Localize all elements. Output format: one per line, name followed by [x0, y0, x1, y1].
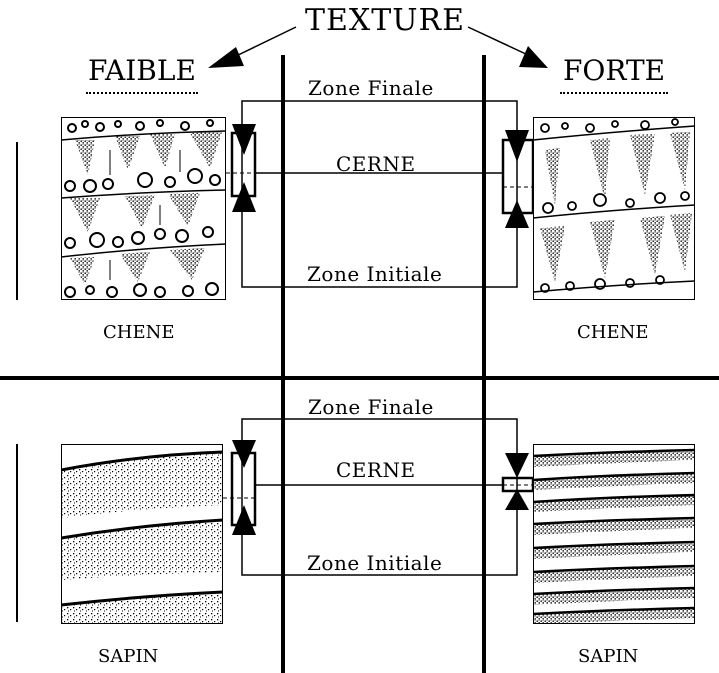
- bottom-right-arrow-down: [505, 453, 529, 478]
- fir-weak-texture-image: [61, 444, 223, 624]
- top-zone-finale-label: Zone Finale: [308, 78, 434, 98]
- title-arrow-right-head: [519, 46, 548, 68]
- left-heading: FAIBLE: [88, 57, 196, 85]
- bottom-left-wood-label: SAPIN: [98, 648, 158, 666]
- bottom-zone-finale-label: Zone Finale: [308, 397, 434, 417]
- title-arrow-left-line: [232, 27, 296, 58]
- left-heading-underline: [86, 92, 198, 94]
- oak-weak-texture-image: [61, 117, 226, 300]
- top-cerne-label: CERNE: [336, 154, 416, 174]
- title-arrow-right-line: [468, 27, 528, 55]
- oak-strong-texture-image: [533, 117, 695, 300]
- diagram-title: TEXTURE: [305, 6, 465, 36]
- bottom-cerne-label: CERNE: [336, 460, 416, 480]
- right-heading: FORTE: [563, 57, 665, 85]
- top-left-wood-label: CHENE: [103, 324, 175, 342]
- bottom-zone-initiale-label: Zone Initiale: [307, 553, 442, 573]
- top-right-arrow-down: [505, 130, 529, 162]
- top-zone-initiale-label: Zone Initiale: [307, 264, 442, 284]
- right-heading-underline: [560, 92, 668, 94]
- bottom-right-wood-label: SAPIN: [578, 648, 638, 666]
- top-left-arrow-down: [232, 124, 256, 155]
- top-right-wood-label: CHENE: [577, 324, 649, 342]
- fir-strong-texture-image: [533, 444, 695, 624]
- title-arrow-left-head: [208, 47, 244, 68]
- bottom-left-arrow-up: [232, 505, 256, 535]
